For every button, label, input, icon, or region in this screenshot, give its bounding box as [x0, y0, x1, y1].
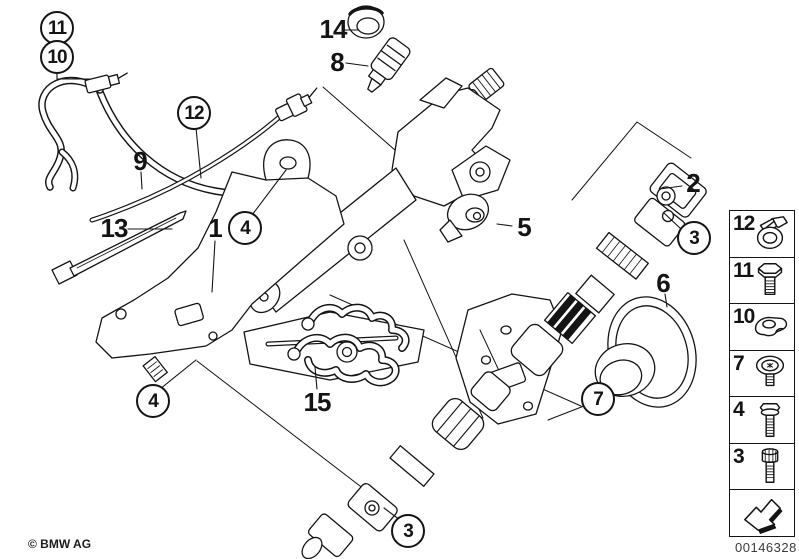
part-steering-column — [249, 67, 511, 314]
callout-14[interactable]: 14 — [319, 14, 348, 44]
callout-3-lower[interactable]: 3 — [391, 514, 425, 548]
legend-item-number: 10 — [733, 305, 755, 329]
callout-15[interactable]: 15 — [303, 387, 332, 417]
callout-10[interactable]: 10 — [40, 40, 74, 74]
fasteners-legend: 12 11 — [729, 210, 795, 537]
copyright-text: © BMW AG — [28, 537, 92, 551]
callout-7[interactable]: 7 — [581, 382, 615, 416]
legend-item-number: 12 — [733, 212, 755, 235]
callout-9[interactable]: 9 — [133, 146, 148, 176]
legend-item-10[interactable]: 10 — [730, 304, 794, 351]
legend-item-number: 7 — [733, 351, 745, 375]
part-boot-seal — [594, 296, 697, 408]
part-cable-tie — [51, 210, 187, 285]
part-lock-cylinder — [367, 37, 411, 93]
part-upper-ujoint — [595, 162, 707, 280]
legend-item-number: 4 — [733, 398, 745, 422]
legend-item-11[interactable]: 11 — [730, 258, 794, 305]
callout-4-lower[interactable]: 4 — [136, 384, 170, 418]
part-switch-cable — [89, 87, 318, 223]
callout-13[interactable]: 13 — [100, 213, 129, 243]
callout-5[interactable]: 5 — [517, 212, 532, 242]
torx-screw-icon — [755, 355, 785, 386]
legend-direction-cell[interactable] — [730, 490, 794, 536]
legend-item-number: 11 — [733, 258, 754, 282]
callout-2[interactable]: 2 — [686, 168, 701, 198]
flange-bolt-icon — [759, 403, 781, 438]
leader-lines — [56, 29, 683, 521]
spline-bolt-icon — [761, 447, 779, 483]
legend-item-number: 3 — [733, 444, 745, 468]
part-retaining-springs — [287, 303, 410, 387]
part-ignition-sensor — [439, 193, 490, 243]
callout-1[interactable]: 1 — [208, 213, 223, 243]
callout-8[interactable]: 8 — [330, 47, 345, 77]
hose-clamp-icon — [756, 215, 788, 249]
hex-bolt-icon — [757, 263, 783, 296]
direction-arrow-icon — [744, 499, 783, 535]
callout-4-upper[interactable]: 4 — [228, 211, 262, 245]
callout-6[interactable]: 6 — [656, 268, 671, 298]
legend-item-12[interactable]: 12 — [730, 211, 794, 258]
callout-3-upper[interactable]: 3 — [677, 221, 711, 255]
part-lower-shaft — [301, 274, 615, 559]
image-number: 00146328 — [735, 540, 797, 555]
legend-item-4[interactable]: 4 — [730, 397, 794, 444]
legend-item-7[interactable]: 7 — [730, 351, 794, 398]
callout-12[interactable]: 12 — [177, 96, 211, 130]
clamp-plate-icon — [754, 316, 788, 337]
part-key-cap — [347, 5, 385, 39]
legend-item-3[interactable]: 3 — [730, 444, 794, 491]
